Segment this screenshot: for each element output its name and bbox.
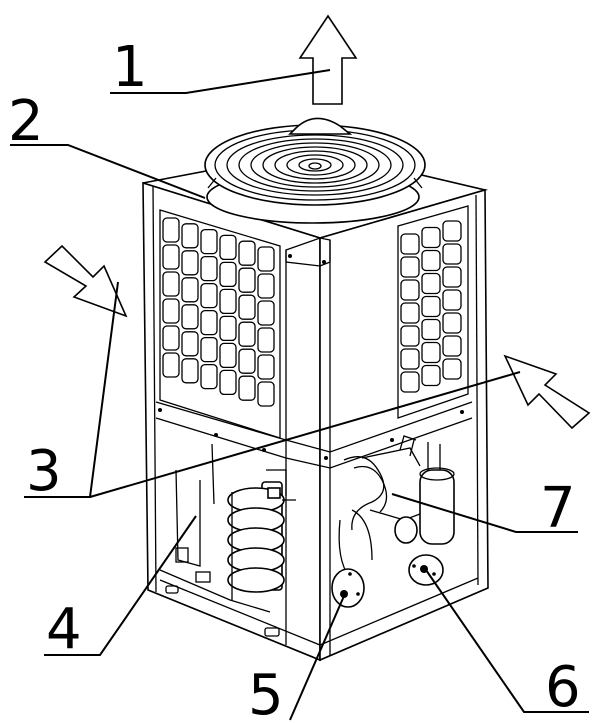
grille-cell xyxy=(238,375,256,401)
callout-5: 5 xyxy=(248,663,284,723)
grille-cell xyxy=(181,223,199,249)
leader-line-1 xyxy=(110,69,331,94)
grille-cell xyxy=(400,256,420,278)
grille-cell xyxy=(219,369,237,396)
callout-1: 1 xyxy=(112,35,148,100)
grille-cell xyxy=(442,243,462,265)
grille-cell xyxy=(238,294,256,320)
grille-cell xyxy=(421,249,441,272)
grille-cell xyxy=(219,288,237,315)
grille-cell xyxy=(200,255,218,282)
grille-cell xyxy=(219,261,237,288)
grille-cell xyxy=(200,309,218,336)
leader-line-6 xyxy=(425,569,589,713)
leader-line-3 xyxy=(24,281,521,498)
grille-cell xyxy=(162,352,180,378)
grille-cell xyxy=(257,327,275,353)
grille-cell xyxy=(238,240,256,266)
grille-cell xyxy=(442,312,462,334)
grille-cell xyxy=(238,321,256,347)
leader-line-4 xyxy=(44,515,197,656)
grille-cell xyxy=(219,342,237,369)
grille-cell xyxy=(219,234,237,261)
grille-cell xyxy=(162,244,180,270)
callout-6: 6 xyxy=(545,655,581,720)
grille-cell xyxy=(442,358,462,380)
grille-cell xyxy=(162,271,180,297)
leader-line-7 xyxy=(391,493,578,533)
grille-cell xyxy=(421,272,441,295)
fan-assembly xyxy=(204,117,426,224)
grille-cell xyxy=(421,364,441,387)
grille-cell xyxy=(200,336,218,363)
grille-cell xyxy=(400,325,420,347)
grille-cell xyxy=(238,267,256,293)
inner-panel xyxy=(159,443,271,613)
callout-3: 3 xyxy=(26,439,62,504)
leader-lines xyxy=(10,69,589,721)
callout-labels: 1 2 3 4 5 6 7 xyxy=(8,35,581,723)
right-coil-grille xyxy=(397,205,469,419)
grille-cell xyxy=(421,226,441,249)
grille-cell xyxy=(421,341,441,364)
grille-cell xyxy=(400,302,420,324)
grille-cell xyxy=(442,335,462,357)
airflow-out-right-arrow xyxy=(503,354,591,430)
grille-cell xyxy=(421,318,441,341)
grille-cell xyxy=(162,298,180,324)
airflow-in-left-arrow xyxy=(43,244,128,318)
grille-cell xyxy=(181,277,199,303)
airflow-out-top-arrow xyxy=(298,14,358,105)
grille-cell xyxy=(238,348,256,374)
leader-line-5 xyxy=(289,595,345,721)
grille-cell xyxy=(181,304,199,330)
grille-cell xyxy=(257,273,275,299)
grille-cell xyxy=(421,295,441,318)
grille-cell xyxy=(400,279,420,301)
grille-cell xyxy=(219,315,237,342)
grille-cell xyxy=(257,354,275,380)
grille-cell xyxy=(181,358,199,384)
grille-cell xyxy=(257,381,275,407)
grille-cell xyxy=(400,233,420,255)
grille-cell xyxy=(200,228,218,255)
grille-cell xyxy=(181,250,199,276)
grille-cell xyxy=(442,220,462,242)
callout-2: 2 xyxy=(8,89,44,154)
grille-cell xyxy=(257,300,275,326)
water-heat-exchanger xyxy=(227,469,296,600)
grille-cell xyxy=(442,266,462,288)
callout-7: 7 xyxy=(540,476,576,541)
callout-4: 4 xyxy=(46,597,82,662)
grille-cell xyxy=(400,348,420,370)
grille-cell xyxy=(181,331,199,357)
grille-cell xyxy=(162,325,180,351)
grille-cell xyxy=(162,217,180,243)
grille-cell xyxy=(200,282,218,309)
water-inlet-flange xyxy=(331,568,365,608)
grille-cell xyxy=(442,289,462,311)
grille-cell xyxy=(257,246,275,272)
left-coil-grille xyxy=(159,209,281,439)
leader-line-2 xyxy=(10,144,206,199)
grille-cell xyxy=(400,371,420,393)
grille-cell xyxy=(200,363,218,390)
